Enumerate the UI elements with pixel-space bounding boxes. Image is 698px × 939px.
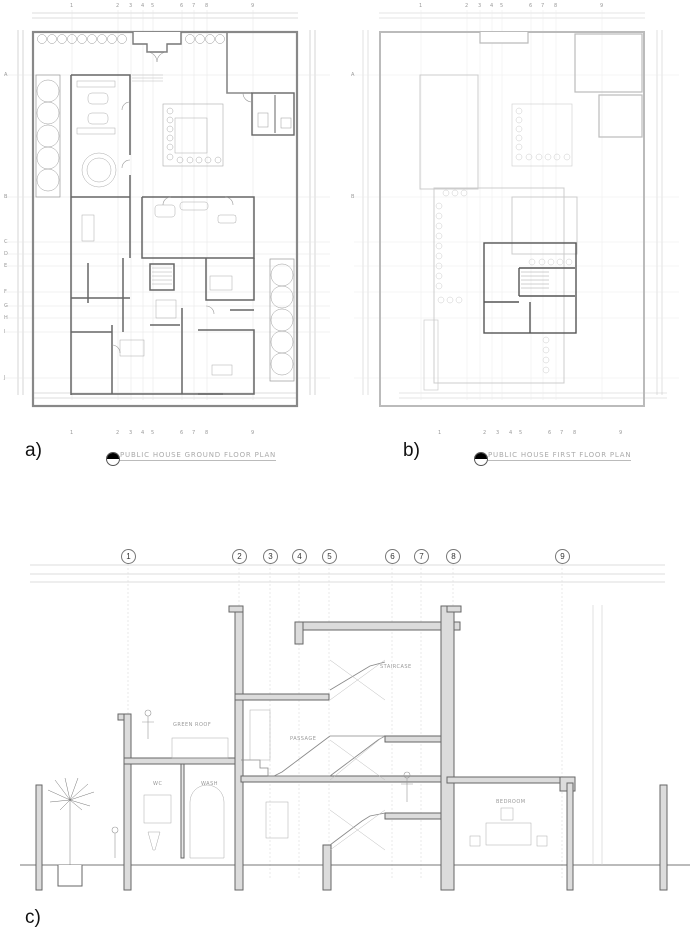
axis-bubble-6: 6 (385, 549, 400, 564)
axis-col-6-bottom: 6 (180, 430, 184, 436)
axis-col-2-bottom: 2 (483, 430, 487, 436)
axis-col-1-bottom: 1 (438, 430, 442, 436)
room-label-green-roof: GREEN ROOF (173, 722, 212, 728)
axis-col-3-bottom: 3 (496, 430, 500, 436)
section-marker-icon (106, 452, 120, 466)
axis-col-9-bottom: 9 (619, 430, 623, 436)
axis-col-2-bottom: 2 (116, 430, 120, 436)
axis-row-f: F (4, 289, 7, 295)
axis-col-4-bottom: 4 (509, 430, 513, 436)
axis-col-6-bottom: 6 (548, 430, 552, 436)
room-label-bedroom: BEDROOM (496, 799, 526, 805)
axis-col-8-top: 8 (554, 3, 558, 9)
axis-col-6-top: 6 (529, 3, 533, 9)
axis-row-b: B (4, 194, 8, 200)
axis-col-7-bottom: 7 (192, 430, 196, 436)
first-floor-plan: 1 2 3 4 5 6 7 8 9 1 2 3 4 5 6 7 8 9 A B … (349, 0, 698, 470)
building-section-drawing (20, 560, 690, 891)
axis-col-2-top: 2 (116, 3, 120, 9)
axis-col-1-top: 1 (419, 3, 423, 9)
panel-label-a: a) (25, 440, 42, 461)
plan-title-first: PUBLIC HOUSE FIRST FLOOR PLAN (488, 451, 632, 461)
axis-bubble-8: 8 (446, 549, 461, 564)
ground-floor-plan-drawing (5, 10, 330, 408)
axis-col-4-top: 4 (490, 3, 494, 9)
axis-bubble-5: 5 (322, 549, 337, 564)
axis-col-8-top: 8 (205, 3, 209, 9)
axis-row-e: E (4, 263, 8, 269)
axis-col-6-top: 6 (180, 3, 184, 9)
axis-col-3-top: 3 (478, 3, 482, 9)
panel-label-c: c) (25, 907, 41, 928)
axis-row-c: C (4, 239, 8, 245)
axis-col-9-top: 9 (251, 3, 255, 9)
axis-bubble-2: 2 (232, 549, 247, 564)
plan-title-ground: PUBLIC HOUSE GROUND FLOOR PLAN (120, 451, 277, 461)
axis-bubble-9: 9 (555, 549, 570, 564)
axis-col-8-bottom: 8 (573, 430, 577, 436)
ground-floor-plan: 1 2 3 4 5 6 7 8 9 1 2 3 4 5 6 7 8 9 A B … (0, 0, 349, 470)
room-label-staircase: STAIRCASE (380, 664, 412, 670)
axis-bubble-4: 4 (292, 549, 307, 564)
room-label-wash: WASH (201, 781, 219, 787)
first-floor-plan-drawing (354, 10, 679, 407)
axis-col-8-bottom: 8 (205, 430, 209, 436)
room-label-wc: WC (153, 781, 163, 787)
axis-col-5-bottom: 5 (151, 430, 155, 436)
axis-row-g: G (4, 303, 8, 309)
axis-col-7-top: 7 (192, 3, 196, 9)
section-marker-icon (474, 452, 488, 466)
axis-bubble-7: 7 (414, 549, 429, 564)
axis-col-1-top: 1 (70, 3, 74, 9)
axis-col-7-bottom: 7 (560, 430, 564, 436)
axis-row-i: I (4, 329, 6, 335)
axis-bubble-1: 1 (121, 549, 136, 564)
building-section: 1 2 3 4 5 6 7 8 9 GREEN ROOF PASSAGE STA… (0, 540, 698, 939)
axis-col-3-top: 3 (129, 3, 133, 9)
axis-row-j: J (4, 375, 6, 381)
axis-col-9-top: 9 (600, 3, 604, 9)
panel-label-b: b) (403, 440, 420, 461)
axis-col-5-bottom: 5 (519, 430, 523, 436)
axis-col-3-bottom: 3 (129, 430, 133, 436)
axis-row-a: A (351, 72, 355, 78)
axis-col-2-top: 2 (465, 3, 469, 9)
axis-row-h: H (4, 315, 8, 321)
axis-col-4-top: 4 (141, 3, 145, 9)
axis-row-d: D (4, 251, 8, 257)
axis-col-5-top: 5 (500, 3, 504, 9)
axis-col-7-top: 7 (541, 3, 545, 9)
axis-row-b: B (351, 194, 355, 200)
axis-col-1-bottom: 1 (70, 430, 74, 436)
axis-col-5-top: 5 (151, 3, 155, 9)
axis-bubble-3: 3 (263, 549, 278, 564)
axis-col-9-bottom: 9 (251, 430, 255, 436)
axis-col-4-bottom: 4 (141, 430, 145, 436)
room-label-passage: PASSAGE (290, 736, 317, 742)
axis-row-a: A (4, 72, 8, 78)
